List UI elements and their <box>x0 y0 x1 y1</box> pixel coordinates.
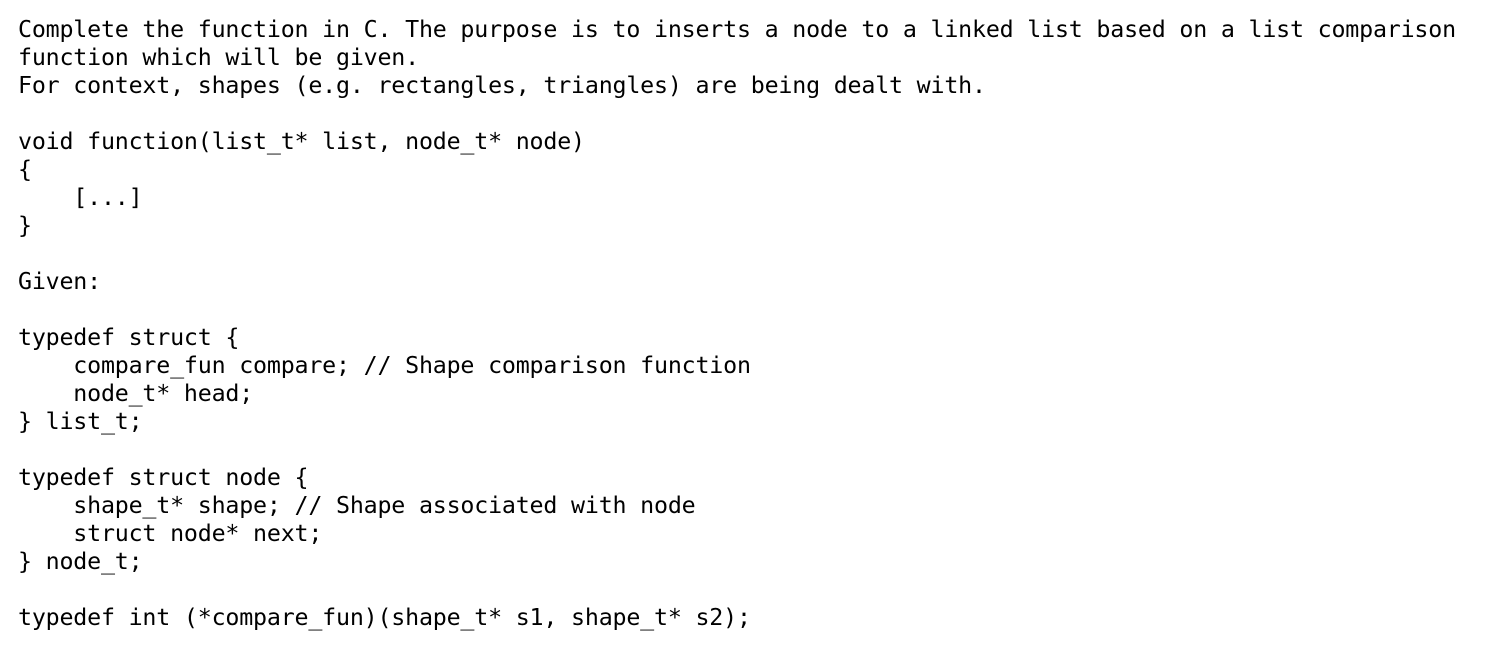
code-list-head-field: node_t* head; <box>18 380 254 407</box>
blank-line <box>18 296 1503 324</box>
code-open-brace: { <box>18 156 32 183</box>
code-compare-fun-typedef: typedef int (*compare_fun)(shape_t* s1, … <box>18 604 751 631</box>
code-close-brace: } <box>18 212 32 239</box>
blank-line <box>18 240 1503 268</box>
document-body: Complete the function in C. The purpose … <box>18 16 1503 632</box>
code-function-body-placeholder: [...] <box>18 184 143 211</box>
code-list-compare-field: compare_fun compare; // Shape comparison… <box>18 352 751 379</box>
prompt-line-2: function which will be given. <box>18 44 419 71</box>
code-node-next-field: struct node* next; <box>18 520 323 547</box>
code-node-shape-field: shape_t* shape; // Shape associated with… <box>18 492 696 519</box>
code-node-struct-close: } node_t; <box>18 548 143 575</box>
given-heading: Given: <box>18 268 101 295</box>
prompt-line-1: Complete the function in C. The purpose … <box>18 16 1456 43</box>
code-function-signature: void function(list_t* list, node_t* node… <box>18 128 585 155</box>
blank-line <box>18 576 1503 604</box>
blank-line <box>18 100 1503 128</box>
prompt-line-3: For context, shapes (e.g. rectangles, tr… <box>18 72 986 99</box>
code-list-struct-open: typedef struct { <box>18 324 240 351</box>
blank-line <box>18 436 1503 464</box>
code-list-struct-close: } list_t; <box>18 408 143 435</box>
code-node-struct-open: typedef struct node { <box>18 464 309 491</box>
